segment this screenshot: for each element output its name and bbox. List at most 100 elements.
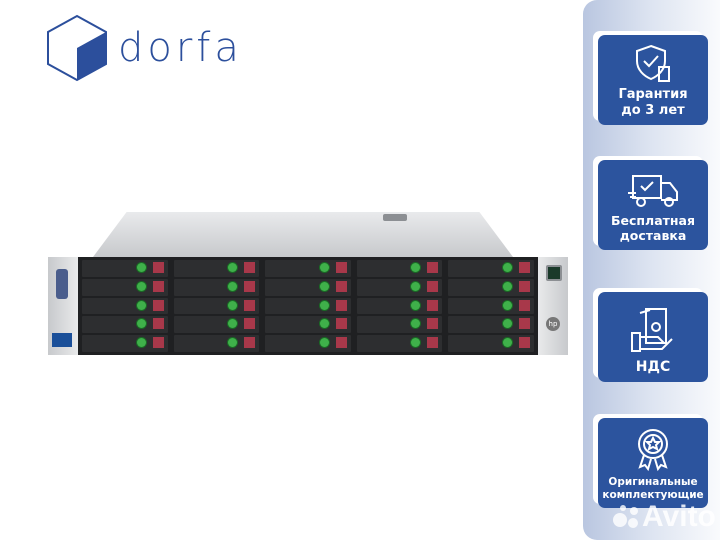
drive-bay [173, 297, 260, 315]
drive-bay [448, 335, 534, 352]
drive-bay [265, 335, 351, 352]
drive-bay [448, 278, 534, 296]
feature-label: НДС [635, 358, 671, 375]
drive-release-button [427, 262, 439, 273]
drive-bay [448, 316, 534, 334]
drive-release-button [518, 262, 530, 273]
drive-bay [82, 260, 168, 277]
drive-led-icon [502, 263, 512, 272]
drive-bay [265, 316, 351, 334]
drive-release-button [427, 337, 439, 349]
drive-bay [265, 260, 351, 277]
power-button-icon [546, 265, 562, 281]
drive-bay [82, 316, 168, 334]
drive-release-button [152, 318, 164, 330]
drive-bay [173, 316, 260, 334]
drive-led-icon [136, 300, 146, 310]
drive-led-icon [502, 300, 512, 310]
drive-release-button [427, 318, 439, 330]
drive-bay [356, 297, 443, 315]
drive-led-icon [136, 338, 146, 348]
drive-release-button [518, 299, 530, 311]
drive-bays [82, 260, 534, 352]
feature-label: до 3 лет [621, 102, 685, 118]
drive-bay [265, 297, 351, 315]
drive-led-icon [136, 319, 146, 329]
drive-led-icon [228, 338, 238, 348]
drive-release-button [152, 299, 164, 311]
avito-logo-icon [613, 505, 638, 528]
server-product-image: hp [48, 212, 568, 358]
drive-led-icon [228, 263, 238, 272]
drive-bay [173, 335, 260, 352]
feature-label: доставка [619, 228, 687, 244]
drive-bay [356, 278, 443, 296]
watermark-text: Avito [642, 500, 716, 533]
drive-led-icon [502, 281, 512, 291]
drive-release-button [427, 299, 439, 311]
hp-logo: hp [546, 317, 560, 331]
drive-led-icon [502, 338, 512, 348]
drive-release-button [244, 280, 256, 292]
drive-led-icon [228, 300, 238, 310]
drive-release-button [244, 337, 256, 349]
delivery-truck-icon [628, 174, 678, 207]
award-rosette-icon [638, 428, 668, 471]
drive-release-button [244, 318, 256, 330]
feature-label: комплектующие [602, 488, 704, 501]
drive-bay [356, 260, 443, 277]
drive-release-button [152, 280, 164, 292]
cube-logo-icon [47, 14, 107, 82]
drive-led-icon [228, 319, 238, 329]
drive-bay [173, 260, 260, 277]
drive-bay [265, 278, 351, 296]
drive-release-button [335, 280, 347, 292]
feature-label: Оригинальные [608, 475, 698, 488]
brand-logo: dorfa [46, 14, 243, 82]
drive-release-button [152, 262, 164, 273]
drive-led-icon [411, 263, 421, 272]
drive-release-button [335, 299, 347, 311]
feature-card-vat: НДС [598, 292, 708, 382]
drive-led-icon [411, 319, 421, 329]
drive-release-button [244, 299, 256, 311]
drive-release-button [335, 337, 347, 349]
drive-led-icon [411, 300, 421, 310]
avito-watermark: Avito [612, 500, 716, 534]
drive-release-button [427, 280, 439, 292]
drive-release-button [152, 337, 164, 349]
drive-bay [173, 278, 260, 296]
drive-led-icon [228, 281, 238, 291]
drive-led-icon [319, 281, 329, 291]
drive-bay [448, 297, 534, 315]
drive-led-icon [319, 319, 329, 329]
cash-hand-icon [631, 307, 673, 352]
vga-port-icon [56, 269, 68, 299]
drive-bay [448, 260, 534, 277]
drive-release-button [244, 262, 256, 273]
drive-release-button [518, 337, 530, 349]
drive-bay [82, 278, 168, 296]
drive-led-icon [319, 338, 329, 348]
drive-bay [356, 335, 443, 352]
drive-release-button [335, 318, 347, 330]
brand-name: dorfa [118, 25, 243, 71]
drive-release-button [335, 262, 347, 273]
drive-led-icon [136, 263, 146, 272]
drive-bay [82, 335, 168, 352]
drive-bay [356, 316, 443, 334]
drive-led-icon [319, 263, 329, 272]
feature-label: Бесплатная [611, 212, 695, 228]
drive-release-button [518, 280, 530, 292]
drive-bay [82, 297, 168, 315]
drive-led-icon [411, 338, 421, 348]
drive-led-icon [411, 281, 421, 291]
drive-led-icon [502, 319, 512, 329]
drive-led-icon [136, 281, 146, 291]
shield-hourglass-icon [636, 44, 670, 82]
drive-release-button [518, 318, 530, 330]
feature-label: Гарантия [618, 86, 688, 102]
